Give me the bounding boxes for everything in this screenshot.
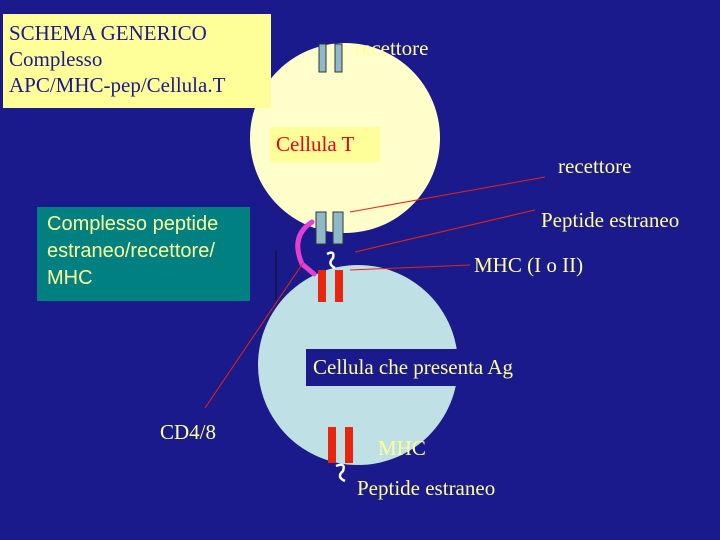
bottom-peptide [335,463,346,483]
complex-line-2: estraneo/recettore/ [47,240,215,262]
label-mhc-right: MHC (I o II) [474,253,584,277]
label-cd48: CD4/8 [160,420,217,444]
cd48-coreceptor [295,219,317,277]
contact-mhc [318,270,343,302]
label-recettore-right: recettore [558,154,632,178]
title-box: SCHEMA GENERICO Complesso APC/MHC-pep/Ce… [3,14,271,108]
pointer-mhc [349,264,471,271]
complex-line-3: MHC [47,267,93,289]
complex-line-1: Complesso peptide [47,213,219,235]
title-line-3: APC/MHC-pep/Cellula.T [9,73,226,97]
bottom-mhc [328,427,353,463]
pointer-recettore [349,176,546,213]
complex-box: Complesso peptide estraneo/recettore/ MH… [37,207,250,301]
label-cellula-apc: Cellula che presenta Ag [306,349,564,386]
label-recettore-top: recettore [355,36,429,60]
pointer-cd48 [204,262,304,409]
title-line-1: SCHEMA GENERICO [9,21,207,45]
contact-peptide [326,251,336,270]
label-mhc-bottom: MHC [378,436,426,460]
label-peptide-estraneo-bottom: Peptide estraneo [357,476,496,500]
label-cellula-t: Cellula T [270,127,380,162]
title-line-2: Complesso [9,47,103,71]
contact-receptor [315,211,344,245]
top-receptor [318,43,343,73]
label-peptide-estraneo-right: Peptide estraneo [541,208,680,232]
pointer-peptide [354,209,536,253]
